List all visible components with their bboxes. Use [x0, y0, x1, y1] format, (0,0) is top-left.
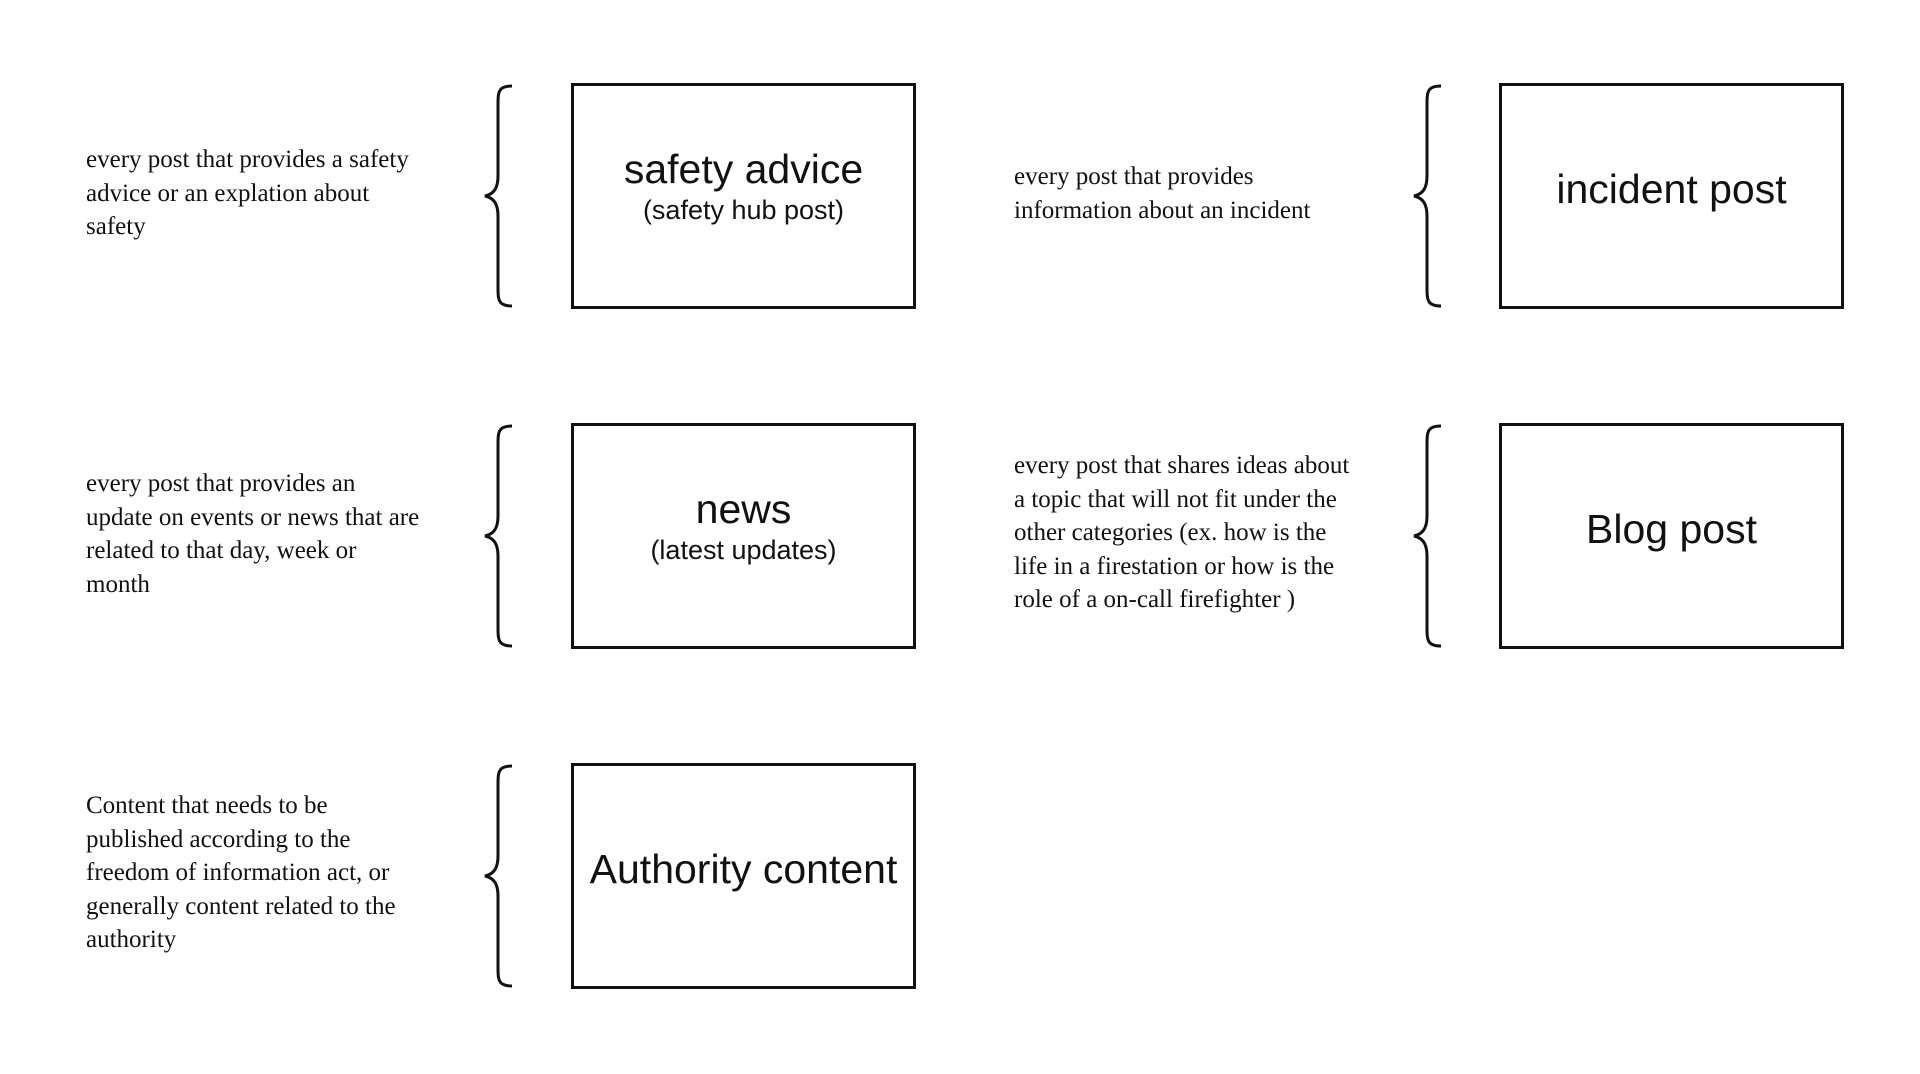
curly-brace	[484, 424, 513, 648]
category-box-news: news (latest updates)	[571, 423, 916, 649]
description-line: advice or an explation about	[86, 179, 370, 207]
description-line: safety	[86, 213, 146, 240]
curly-brace	[484, 764, 513, 988]
description-line: generally content related to the	[86, 892, 396, 920]
description-line: month	[86, 570, 150, 598]
curly-brace	[1413, 84, 1442, 308]
description-line: update on events or news that are	[86, 503, 420, 531]
category-subtitle: (safety hub post)	[642, 195, 845, 225]
category-box-incident-post: incident post	[1499, 83, 1844, 309]
category-title: news	[695, 486, 792, 532]
description-line: published according to the	[86, 825, 351, 853]
description-line: every post that provides	[1014, 163, 1254, 190]
description-safety-advice: every post that provides a safety advice…	[86, 143, 486, 244]
category-title: Blog post	[1586, 506, 1757, 552]
description-authority-content: Content that needs to be published accor…	[86, 789, 486, 957]
category-title: Authority content	[589, 846, 898, 892]
category-box-authority-content: Authority content	[571, 763, 916, 989]
description-line: related to that day, week or	[86, 537, 357, 564]
description-line: role of a on-call firefighter )	[1014, 586, 1296, 613]
description-line: information about an incident	[1014, 196, 1311, 224]
category-box-blog-post: Blog post	[1499, 423, 1844, 649]
description-line: Content that needs to be	[86, 792, 328, 819]
description-line: freedom of information act, or	[86, 859, 390, 886]
description-incident-post: every post that provides information abo…	[1014, 160, 1414, 227]
description-line: every post that provides a safety	[86, 146, 409, 173]
description-line: authority	[86, 926, 177, 953]
category-subtitle: (latest updates)	[650, 535, 837, 565]
curly-brace	[1413, 424, 1442, 648]
description-news: every post that provides an update on ev…	[86, 467, 486, 601]
description-blog-post: every post that shares ideas about a top…	[1014, 449, 1404, 617]
description-line: other categories (ex. how is the	[1014, 519, 1327, 546]
category-title: safety advice	[623, 146, 864, 192]
description-line: a topic that will not fit under the	[1014, 485, 1337, 513]
curly-brace	[484, 84, 513, 308]
category-box-safety-advice: safety advice (safety hub post)	[571, 83, 916, 309]
description-line: life in a firestation or how is the	[1014, 552, 1335, 580]
category-title: incident post	[1556, 166, 1787, 212]
description-line: every post that provides an	[86, 470, 356, 497]
description-line: every post that shares ideas about	[1014, 452, 1350, 479]
